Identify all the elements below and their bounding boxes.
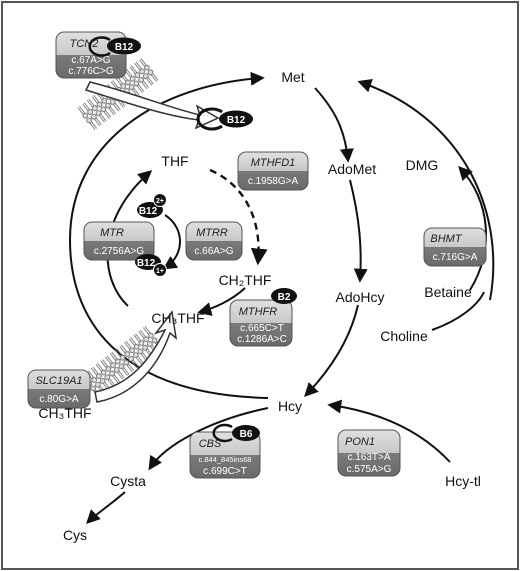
svg-text:B12: B12: [227, 115, 246, 126]
b12-cofactor-free: B12: [196, 107, 253, 131]
dmg-label: DMG: [406, 157, 439, 173]
gene-box-slc19a1: SLC19A1 c.80G>A: [27, 369, 91, 409]
adomet-label: AdoMet: [328, 161, 376, 177]
cysta-label: Cysta: [110, 473, 146, 489]
b12-cofactor-tcn2: B12: [88, 36, 141, 57]
arrow-cysta-to-cys: [86, 491, 126, 524]
gene-box-pon1: PON1 c.163T>A c.575A>G: [337, 429, 401, 477]
gene-name-mthfr: MTHFR: [239, 306, 278, 318]
arrow-hcytl-to-hcy: [327, 399, 451, 463]
variant-pon1-1: c.163T>A: [347, 452, 390, 463]
cycle-arrows: [68, 71, 495, 524]
variant-tcn2-1: c.67A>G: [71, 55, 110, 66]
ch3thf-label: CH₃THF: [151, 310, 204, 326]
gene-name-cbs: CBS: [199, 438, 222, 450]
tcn2-transport-arrow: [84, 81, 220, 130]
variant-cbs-1: c.844_845ins68: [199, 455, 252, 464]
arrow-adomet-to-adohcy: [349, 179, 368, 283]
svg-text:B12: B12: [137, 258, 156, 269]
cys-label: Cys: [63, 527, 87, 543]
ch3thf-external-label: CH₃THF: [38, 405, 91, 421]
met-label: Met: [281, 69, 304, 85]
b12-cofactor-mtr-bottom: B12 1+: [135, 254, 167, 277]
variant-mtrr-1: c.66A>G: [194, 246, 233, 257]
gene-box-mthfr: MTHFR c.665C>T c.1286A>C B2: [229, 288, 297, 347]
gene-box-mtrr: MTRR c.66A>G: [185, 221, 243, 261]
svg-text:B2: B2: [278, 292, 291, 303]
gene-name-pon1: PON1: [345, 436, 375, 448]
slc19a1-transport-arrow: [94, 310, 178, 403]
gene-name-slc19a1: SLC19A1: [35, 375, 82, 387]
variant-mthfr-2: c.1286A>C: [237, 334, 287, 345]
svg-text:B6: B6: [240, 429, 253, 440]
gene-name-mtr: MTR: [100, 227, 124, 239]
variant-cbs-2: c.699C>T: [203, 466, 247, 477]
hcy-label: Hcy: [278, 398, 302, 414]
gene-box-tcn2: TCN2 c.67A>G c.776C>G B12: [55, 31, 141, 79]
hcy-tl-label: Hcy-tl: [445, 473, 481, 489]
variant-bhmt-1: c.716G>A: [433, 252, 478, 263]
arrow-met-to-adomet: [314, 87, 354, 163]
membrane-bottom: [79, 324, 165, 400]
svg-text:B12: B12: [115, 42, 134, 53]
gene-name-mthfd1: MTHFD1: [251, 157, 296, 169]
variant-pon1-2: c.575A>G: [347, 464, 392, 475]
arrow-betaine-to-dmg: [458, 165, 487, 291]
arrow-thf-to-ch2thf: [209, 168, 268, 266]
adohcy-label: AdoHcy: [335, 289, 384, 305]
variant-slc19a1-1: c.80G>A: [39, 394, 79, 405]
arrow-b12-reduction: [162, 214, 181, 270]
gene-box-mtr: MTR c.2756A>G: [83, 221, 155, 261]
b12-cofactor-mtr-top: B12 2+: [137, 193, 167, 218]
betaine-label: Betaine: [424, 284, 472, 300]
line-choline-to-betaine: [431, 291, 485, 331]
arrow-remethylation-left: [68, 71, 269, 399]
b12-charge-1plus: 1+: [156, 268, 164, 275]
choline-label: Choline: [380, 328, 428, 344]
gene-box-bhmt: BHMT c.716G>A: [423, 227, 487, 267]
svg-text:B12: B12: [139, 206, 158, 217]
variant-mtr-1: c.2756A>G: [94, 246, 145, 257]
gene-box-cbs: CBS c.844_845ins68 c.699C>T B6: [189, 423, 261, 479]
variant-mthfd1-1: c.1958G>A: [248, 176, 299, 187]
variant-tcn2-2: c.776C>G: [68, 66, 114, 77]
gene-name-mtrr: MTRR: [196, 227, 228, 239]
b6-cofactor-cbs: B6: [212, 423, 260, 443]
arrow-ch2thf-to-ch3thf: [197, 287, 246, 316]
gene-name-bhmt: BHMT: [430, 233, 462, 245]
gene-box-mthfd1: MTHFD1 c.1958G>A: [237, 151, 309, 191]
ch2thf-label: CH₂THF: [219, 272, 272, 288]
b12-charge-2plus: 2+: [156, 198, 164, 205]
arrow-adohcy-to-hcy: [304, 304, 359, 398]
b2-cofactor-mthfr: B2: [271, 288, 297, 304]
thf-label: THF: [161, 153, 188, 169]
variant-mthfr-1: c.665C>T: [240, 323, 284, 334]
